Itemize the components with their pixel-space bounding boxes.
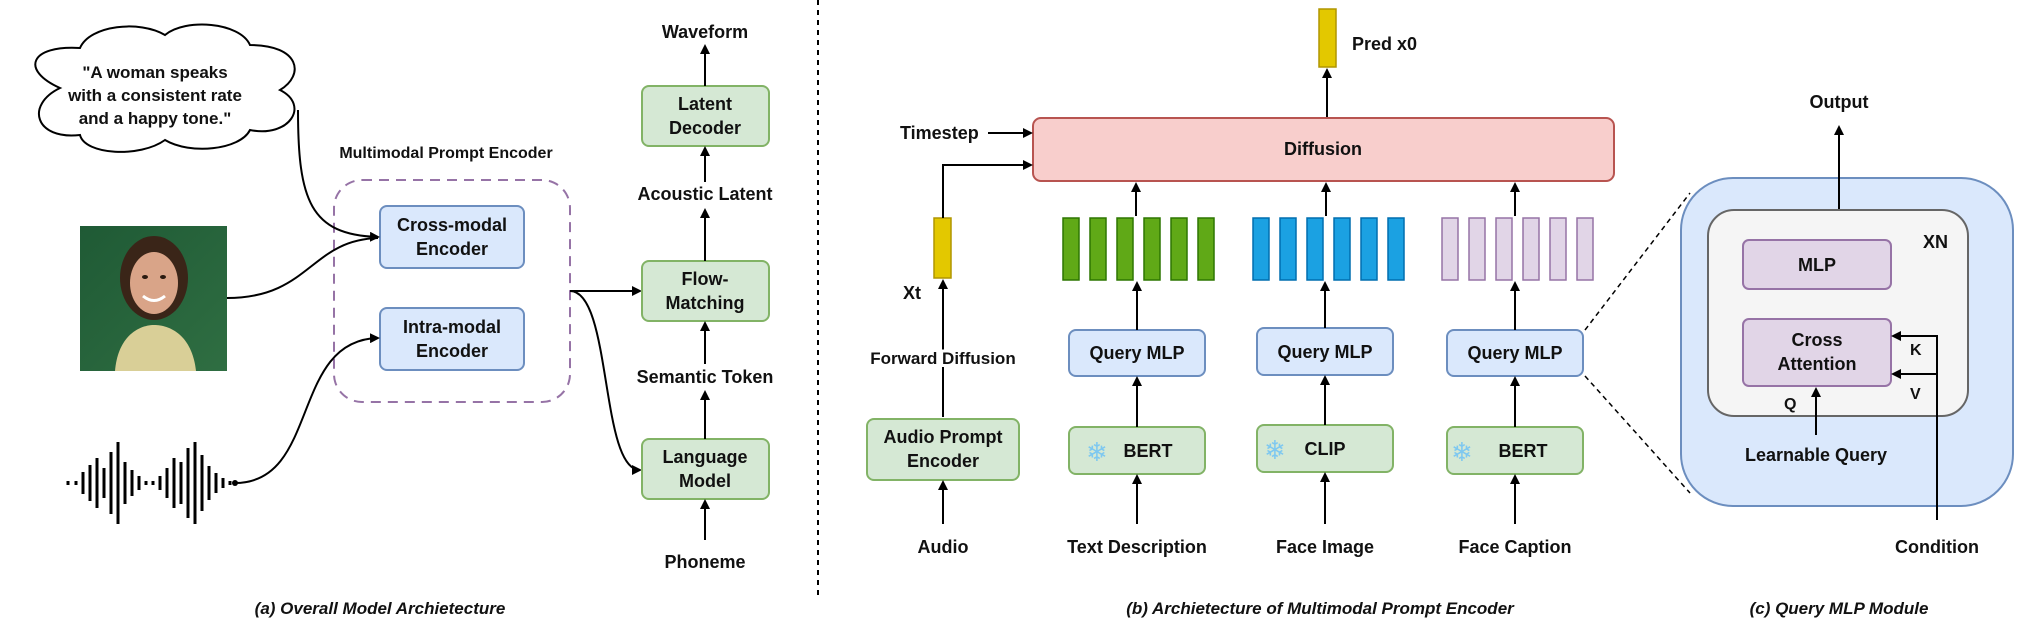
bert-caption-label: BERT (1499, 441, 1548, 461)
mlp-label: MLP (1798, 255, 1836, 275)
intra-modal-encoder-line1: Intra-modal (403, 317, 501, 337)
xt-token (933, 217, 952, 279)
language-model-line1: Language (662, 447, 747, 467)
multimodal-prompt-encoder-label: Multimodal Prompt Encoder (339, 145, 552, 162)
speech-bubble-line2: with a consistent rate (67, 86, 242, 105)
query-mlp-image-label: Query MLP (1277, 342, 1372, 362)
caption-b: (b) Archietecture of Multimodal Prompt E… (1126, 599, 1515, 618)
forward-diffusion-label: Forward Diffusion (870, 349, 1015, 368)
face-caption-label: Face Caption (1458, 537, 1571, 557)
speech-bubble-cloud (34, 23, 296, 153)
caption-token-group (1441, 217, 1594, 281)
clip-label: CLIP (1304, 439, 1345, 459)
zoom-line-bottom (1584, 375, 1691, 494)
audio-prompt-encoder-line1: Audio Prompt (884, 427, 1003, 447)
diffusion-box (1032, 117, 1615, 182)
cross-modal-encoder-box (379, 205, 525, 269)
audio-prompt-encoder-line2: Encoder (907, 451, 979, 471)
intra-modal-encoder-box (379, 307, 525, 371)
cross-attention-line1: Cross (1791, 330, 1842, 350)
intra-modal-encoder-line2: Encoder (416, 341, 488, 361)
query-mlp-caption-label: Query MLP (1467, 343, 1562, 363)
learnable-query-label: Learnable Query (1745, 445, 1887, 465)
latent-decoder-line1: Latent (678, 94, 732, 114)
timestep-label: Timestep (900, 123, 979, 143)
caption-c: (c) Query MLP Module (1750, 599, 1929, 618)
q-label: Q (1784, 396, 1796, 413)
snowflake-icon: ❄ (1264, 435, 1286, 465)
cross-attention-line2: Attention (1778, 354, 1857, 374)
zoom-line-top (1584, 192, 1691, 331)
caption-a: (a) Overall Model Archietecture (255, 599, 506, 618)
waveform-label: Waveform (662, 22, 748, 42)
snowflake-icon: ❄ (1451, 437, 1473, 467)
acoustic-latent-label: Acoustic Latent (637, 184, 772, 204)
pred-x0-token (1318, 8, 1337, 68)
cross-modal-encoder-line1: Cross-modal (397, 215, 507, 235)
flow-matching-line2: Matching (666, 293, 745, 313)
speech-bubble-line1: "A woman speaks (82, 63, 227, 82)
latent-decoder-line2: Decoder (669, 118, 741, 138)
semantic-token-label: Semantic Token (637, 367, 774, 387)
text-token-group (1062, 217, 1215, 281)
audio-label: Audio (918, 537, 969, 557)
repeat-label: XN (1923, 232, 1948, 252)
pred-x0-label: Pred x0 (1352, 34, 1417, 54)
diffusion-label: Diffusion (1284, 139, 1362, 159)
output-label: Output (1810, 92, 1869, 112)
flow-matching-line1: Flow- (682, 269, 729, 289)
v-label: V (1910, 386, 1921, 403)
mlp-box (1742, 239, 1892, 290)
bert-text-label: BERT (1124, 441, 1173, 461)
xt-label: Xt (903, 283, 921, 303)
cross-attention-box (1742, 318, 1892, 387)
k-label: K (1910, 342, 1922, 359)
condition-label: Condition (1895, 537, 1979, 557)
face-image-label: Face Image (1276, 537, 1374, 557)
speech-bubble-line3: and a happy tone." (79, 109, 232, 128)
snowflake-icon: ❄ (1086, 437, 1108, 467)
query-mlp-text-label: Query MLP (1089, 343, 1184, 363)
text-description-label: Text Description (1067, 537, 1207, 557)
audio-waveform-icon (66, 442, 232, 524)
language-model-line2: Model (679, 471, 731, 491)
face-photo (80, 226, 227, 371)
cross-modal-encoder-line2: Encoder (416, 239, 488, 259)
image-token-group (1252, 217, 1405, 281)
phoneme-label: Phoneme (664, 552, 745, 572)
